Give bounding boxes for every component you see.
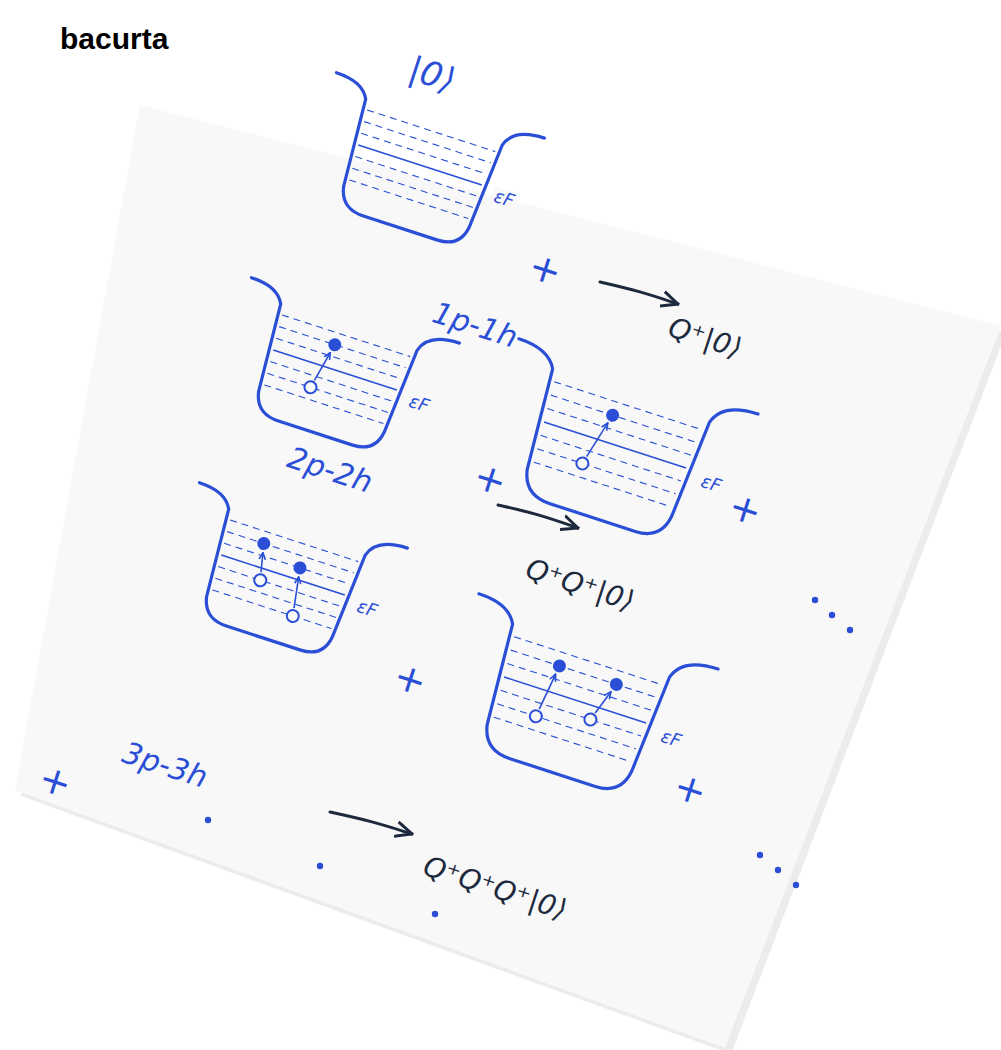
continuation-dot [317, 863, 323, 869]
energy-level [541, 435, 681, 481]
energy-level [227, 532, 354, 573]
energy-level [364, 122, 491, 163]
well-outline [473, 337, 758, 557]
ket-label: |0⟩ [403, 50, 462, 100]
energy-level [355, 157, 477, 197]
particle-dot [292, 560, 308, 576]
continuation-dot [757, 852, 763, 858]
maps-to-arrow [330, 812, 412, 834]
excitation-label: 2p-2h [282, 441, 378, 499]
page-title: bacurta [60, 22, 168, 56]
fermi-level [504, 677, 646, 723]
wells-group [160, 71, 758, 812]
energy-level [514, 637, 661, 685]
energy-level [501, 690, 641, 736]
fermi-label: εF [352, 596, 381, 621]
excitation-label: 1p-1h [427, 296, 523, 354]
continuation-dot [847, 627, 853, 633]
well-outline [160, 481, 408, 672]
particle-dot [604, 407, 620, 423]
hole-circle [583, 712, 598, 727]
excitation-arrow [587, 420, 608, 460]
plus-sign: + [667, 765, 713, 814]
energy-level [494, 717, 631, 761]
energy-level [270, 362, 392, 402]
energy-level [511, 650, 657, 697]
energy-level [537, 449, 676, 494]
fermi-level [544, 422, 686, 468]
continuation-dot [432, 911, 438, 917]
well-outline [212, 276, 460, 467]
maps-to-arrow [600, 282, 678, 304]
excitation-label: 3p-3h [117, 736, 213, 794]
continuation-dot [205, 817, 211, 823]
energy-level [282, 315, 410, 357]
excitation-arrow [289, 577, 304, 608]
continuation-dot [775, 867, 781, 873]
potential-well [473, 337, 758, 557]
phonon-state-label: Q⁺|0⟩ [663, 312, 747, 364]
energy-level [349, 180, 468, 219]
continuation-dot [812, 597, 818, 603]
well-outline [297, 71, 545, 262]
excitation-arrow [595, 689, 611, 716]
plus-sign: + [467, 455, 513, 504]
phonon-state-label: Q⁺Q⁺|0⟩ [520, 553, 639, 617]
energy-level [361, 133, 486, 174]
hole-circle [575, 456, 590, 471]
energy-level [551, 395, 697, 442]
fermi-label: εF [697, 471, 726, 496]
dots-group [205, 597, 853, 917]
paper-sheet [15, 105, 1001, 1048]
continuation-dot [829, 612, 835, 618]
particle-dot [256, 535, 272, 551]
energy-level [215, 578, 335, 617]
excitation-arrow [314, 350, 330, 382]
excitation-arrow [539, 673, 555, 711]
energy-level [212, 590, 331, 629]
plus-sign: + [722, 485, 768, 534]
energy-level [230, 520, 358, 562]
continuation-dot [793, 882, 799, 888]
fermi-level [358, 145, 482, 185]
plus-sign: + [387, 655, 433, 704]
particle-dot [608, 676, 624, 692]
hole-circle [253, 573, 268, 588]
plus-sign: + [522, 245, 568, 294]
hole-circle [303, 380, 318, 395]
energy-level [352, 168, 472, 207]
plus-sign: + [32, 757, 78, 806]
fermi-label: εF [489, 186, 518, 211]
fermi-label: εF [404, 391, 433, 416]
maps-to-arrow [498, 505, 578, 528]
fermi-label: εF [657, 726, 686, 751]
energy-level [218, 567, 340, 607]
arrows-group [330, 282, 678, 834]
energy-level [497, 704, 636, 749]
potential-well [212, 276, 460, 467]
potential-well [160, 481, 408, 672]
energy-level [507, 664, 651, 711]
energy-level [534, 462, 671, 506]
energy-level [279, 327, 406, 368]
phonon-state-label: Q⁺Q⁺Q⁺|0⟩ [418, 850, 572, 925]
energy-level [554, 382, 701, 430]
excitation-arrow [257, 552, 267, 572]
fermi-level [273, 350, 397, 390]
fermi-level [221, 555, 345, 595]
energy-level [224, 543, 349, 584]
hole-circle [528, 709, 543, 724]
potential-well [297, 71, 545, 262]
particle-dot [551, 658, 567, 674]
particle-dot [327, 337, 343, 353]
energy-level [264, 385, 383, 424]
hole-circle [285, 608, 300, 623]
energy-level [367, 110, 495, 152]
energy-level [547, 409, 691, 456]
energy-level [267, 373, 387, 412]
